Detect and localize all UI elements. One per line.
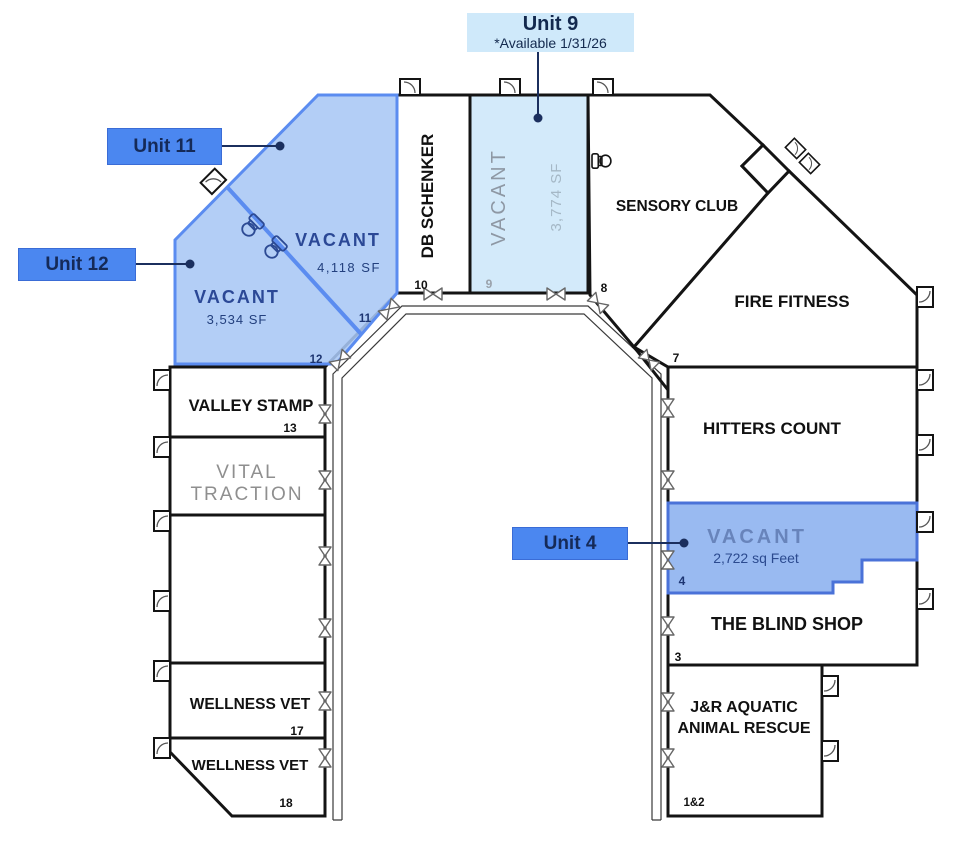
door-icon xyxy=(821,675,839,697)
label-unit7-number: 7 xyxy=(673,351,680,365)
door-icon xyxy=(916,511,934,533)
callout-unit9-title: Unit 9 xyxy=(522,13,579,35)
door-icon xyxy=(784,137,807,160)
label-unit18-number: 18 xyxy=(279,796,293,810)
label-unit10-number: 10 xyxy=(414,278,428,292)
label-unit12-vacant: VACANT xyxy=(194,287,280,307)
door-icon xyxy=(916,434,934,456)
label-blind-shop: THE BLIND SHOP xyxy=(711,614,863,634)
callout-unit9-note: *Available 1/31/26 xyxy=(494,35,607,51)
label-unit3-number: 3 xyxy=(675,650,682,664)
label-unit1-2-number: 1&2 xyxy=(683,797,704,809)
leader-dots xyxy=(185,113,689,548)
door-icon xyxy=(153,369,171,391)
callout-unit9[interactable]: Unit 9 *Available 1/31/26 xyxy=(467,13,634,52)
door-icon xyxy=(153,510,171,532)
label-sensory-club: SENSORY CLUB xyxy=(616,198,738,215)
label-unit4-vacant: VACANT xyxy=(707,526,807,548)
leader-dot xyxy=(533,113,543,123)
label-fire-fitness: FIRE FITNESS xyxy=(734,292,849,311)
label-db-schenker: DB SCHENKER xyxy=(418,134,437,259)
label-unit11-vacant: VACANT xyxy=(295,230,381,250)
label-vital-line2: TRACTION xyxy=(190,484,303,505)
label-unit9-area: 3,774 SF xyxy=(548,163,565,232)
leader-dot xyxy=(185,259,195,269)
label-jr-aquatic-line2: ANIMAL RESCUE xyxy=(677,720,810,737)
label-wellness-vet-17: WELLNESS VET xyxy=(190,696,311,713)
door-icon xyxy=(798,152,821,175)
label-valley-stamp: VALLEY STAMP xyxy=(189,397,314,415)
door-icon xyxy=(499,78,521,96)
label-unit8-number: 8 xyxy=(601,281,608,295)
callout-unit4-title: Unit 4 xyxy=(543,532,597,554)
door-icon xyxy=(821,740,839,762)
label-unit13-number: 13 xyxy=(283,421,297,435)
label-unit12-area: 3,534 SF xyxy=(207,312,268,327)
label-jr-aquatic-line1: J&R AQUATIC xyxy=(690,699,798,716)
label-unit12-number: 12 xyxy=(310,354,323,366)
callout-unit11[interactable]: Unit 11 xyxy=(107,128,222,165)
callout-unit12-title: Unit 12 xyxy=(45,253,109,275)
courtyard-walkway xyxy=(332,305,662,821)
label-unit9-vacant: VACANT xyxy=(488,148,510,246)
label-vital-line1: VITAL xyxy=(216,462,277,483)
label-unit11-area: 4,118 SF xyxy=(317,260,381,275)
leader-dot xyxy=(275,141,285,151)
label-unit11-number: 11 xyxy=(359,313,372,325)
label-unit9-number: 9 xyxy=(486,277,493,291)
callout-unit11-title: Unit 11 xyxy=(133,135,196,157)
door-icon xyxy=(916,286,934,308)
label-unit4-area: 2,722 sq Feet xyxy=(713,550,799,566)
label-wellness-vet-18: WELLNESS VET xyxy=(192,757,309,774)
door-icon xyxy=(153,660,171,682)
door-icon xyxy=(153,436,171,458)
room-wellness-vet-18 xyxy=(168,736,327,818)
label-unit17-number: 17 xyxy=(290,724,304,738)
unit-11-12-divider xyxy=(226,186,363,336)
door-icon xyxy=(153,590,171,612)
vestibule xyxy=(739,142,792,196)
label-unit4-number: 4 xyxy=(679,574,686,588)
label-hitters-count: HITTERS COUNT xyxy=(703,419,842,438)
room-unlabeled xyxy=(168,513,327,665)
door-icon xyxy=(592,78,614,96)
unit-9-highlight[interactable] xyxy=(468,93,590,295)
callout-unit4[interactable]: Unit 4 xyxy=(512,527,628,560)
door-icon xyxy=(916,369,934,391)
room-jr-aquatic xyxy=(666,663,824,818)
leader-dot xyxy=(679,538,689,548)
door-icon xyxy=(399,78,421,96)
callout-unit12[interactable]: Unit 12 xyxy=(18,248,136,281)
door-icon xyxy=(916,588,934,610)
leader-lines xyxy=(136,52,684,544)
door-icon xyxy=(153,737,171,759)
